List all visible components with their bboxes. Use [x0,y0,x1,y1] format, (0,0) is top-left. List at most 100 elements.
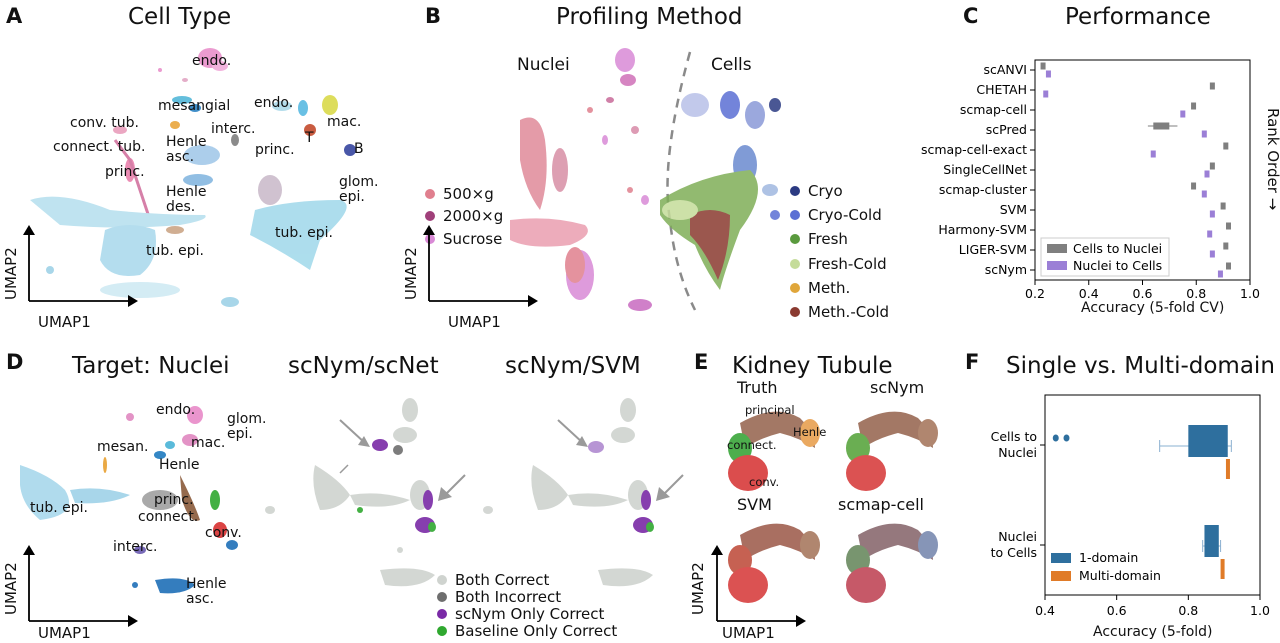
panel-d-label-mesan: mesan. [97,439,149,455]
legend-swatch [437,592,447,602]
y-tick-label: CHETAH [976,82,1027,97]
x-tick-label: 0.2 [1025,286,1045,301]
legend-label: Sucrose [443,230,503,248]
panel-a-title: Cell Type [128,4,232,30]
y-tick-label: Nuclei [998,529,1037,544]
box-nuclei-to-cells [1217,270,1223,278]
box-nuclei-to-cells [1043,90,1049,98]
legend-swatch [425,211,435,221]
panel-a-label-tub-epi-1: tub. epi. [146,243,204,259]
legend-label: 500×g [443,185,494,203]
panel-letter-d: D [6,350,24,374]
panel-a-label-glom-epi: glom. epi. [339,174,379,205]
legend-item-cryo: Cryo [790,182,843,200]
panel-e-label-conv: conv. [749,475,780,489]
box-nuclei-to-cells [1150,150,1156,158]
panel-d-label-mac: mac. [191,435,226,451]
x-tick-label: 0.6 [1133,286,1153,301]
box-cells-to-nuclei [1226,222,1231,230]
panel-a-label-henle-des: Henle des. [166,184,207,215]
panel-b-axes-arrows [423,225,538,307]
box-1-domain [1204,525,1219,557]
x-tick-label: 0.6 [1107,603,1127,618]
y-tick-label: scmap-cell [960,102,1027,117]
panel-a-label-mesangial: mesangial [158,98,231,114]
y-tick-label: SingleCellNet [943,162,1027,177]
panel-a-label-conv-tub: conv. tub. [70,115,139,131]
panel-e-umaps [728,411,938,603]
panel-e-xlabel: UMAP1 [722,624,775,642]
legend-label: 1-domain [1079,550,1138,565]
outlier-point [1063,434,1070,442]
panel-a-umap [30,48,356,307]
y-tick-label: to Cells [991,545,1037,560]
box-nuclei-to-cells [1045,70,1051,78]
legend-swatch [437,609,447,619]
panel-a-label-mac: mac. [327,114,362,130]
legend-item-fresh: Fresh [790,230,848,248]
box-nuclei-to-cells [1180,110,1186,118]
box-cells-to-nuclei [1209,82,1215,90]
panel-a-label-princ-2: princ. [255,142,295,158]
panel-e-sub-truth: Truth [737,378,778,397]
plot-frame [1044,394,1261,596]
x-tick-label: 0.4 [1079,286,1099,301]
box-1-domain [1188,425,1228,457]
panel-b-title: Profiling Method [556,4,743,30]
panel-a-label-endo-2: endo. [254,95,294,111]
box-cells-to-nuclei [1209,162,1215,170]
legend-item-sucrose: Sucrose [425,230,502,248]
legend-item-fresh-cold: Fresh-Cold [790,255,887,273]
panel-f-xlabel: Accuracy (5-fold) [1093,624,1213,640]
panel-letter-e: E [694,350,709,374]
box-cells-to-nuclei [1220,202,1226,210]
box-cells-to-nuclei [1226,262,1231,270]
legend-swatch [790,307,800,317]
panel-a-label-connect-tub: connect. tub. [53,139,146,155]
panel-d-label-interc: interc. [113,539,158,555]
legend-swatch [1051,571,1071,581]
legend-swatch [425,234,435,244]
panel-b-cells-label: Cells [711,55,752,75]
legend-label: scNym Only Correct [455,605,605,623]
panel-d-ylabel: UMAP2 [2,562,20,615]
panel-d-title-3: scNym/SVM [505,353,641,379]
panel-d-title-2: scNym/scNet [288,353,439,379]
y-tick-label: scmap-cluster [939,182,1028,197]
y-tick-label: scPred [986,122,1027,137]
legend-label: Meth. [808,279,851,297]
x-tick-label: 1.0 [1240,286,1260,301]
box-nuclei-to-cells [1204,170,1210,178]
legend-swatch [1047,261,1067,270]
panel-d-label-endo: endo. [156,402,196,418]
panel-d-xlabel: UMAP1 [38,624,91,642]
panel-e-sub-svm: SVM [737,495,772,514]
box-cells-to-nuclei [1153,122,1170,130]
y-tick-label: Cells to [991,429,1037,444]
panel-e-title: Kidney Tubule [732,353,893,379]
y-tick-label: SVM [1000,202,1027,217]
panel-b-nuclei-label: Nuclei [517,55,570,75]
outlier-point [1052,434,1059,442]
panel-d-label-glom-epi: glom. epi. [227,411,267,442]
panel-d-label-conv: conv. [205,525,242,541]
box-nuclei-to-cells [1209,250,1215,258]
panel-b-xlabel: UMAP1 [448,313,501,331]
legend-item-2000xg: 2000×g [425,207,503,225]
panel-a-label-henle-asc: Henle asc. [166,134,207,165]
y-tick-label: scmap-cell-exact [921,142,1027,157]
panel-d-umap-svm [483,398,684,587]
x-tick-label: 0.4 [1035,603,1055,618]
panel-b-ylabel: UMAP2 [402,247,420,300]
panel-a-xlabel: UMAP1 [38,313,91,331]
panel-a-label-b: B [354,141,364,157]
box-nuclei-to-cells [1201,190,1207,198]
y-tick-label: LIGER-SVM [959,242,1027,257]
panel-d-label-tub-epi: tub. epi. [30,500,88,516]
panel-e-label-principal: principal [745,403,795,417]
panel-d-label-henle: Henle [159,457,200,473]
panel-letter-f: F [965,350,980,374]
panel-a-label-endo-1: endo. [192,53,232,69]
